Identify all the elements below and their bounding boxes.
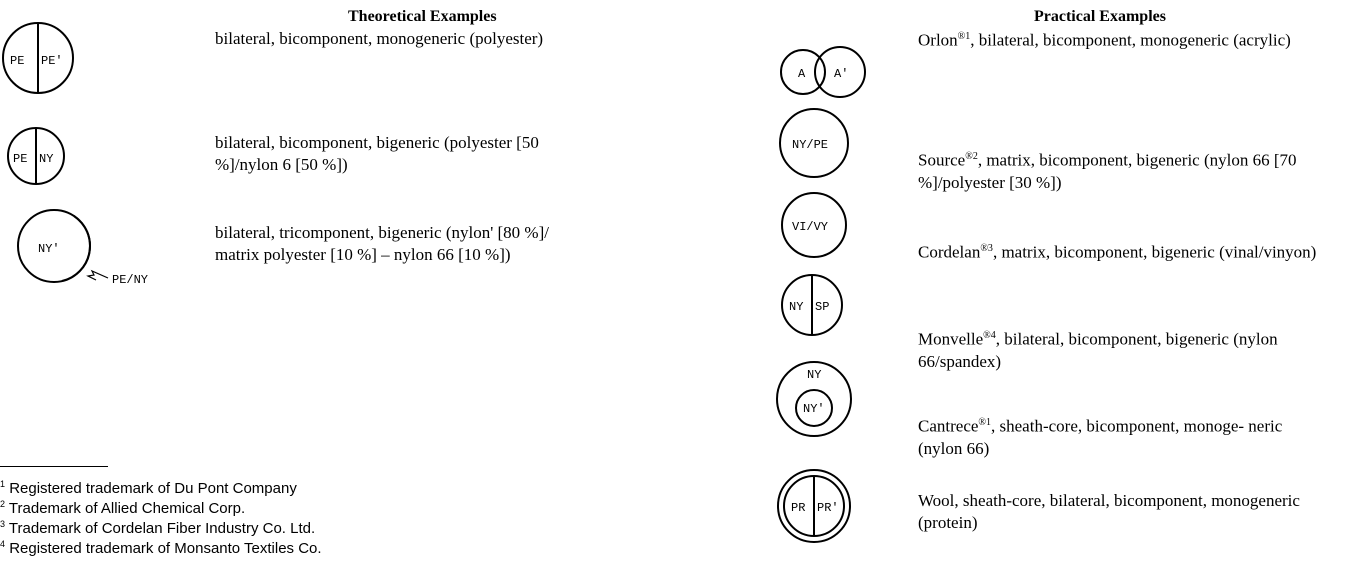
fiber-label: VI/VY	[792, 220, 828, 234]
trademark-name: Cordelan	[918, 242, 981, 262]
footnote-rule	[0, 466, 108, 467]
fiber-diagram-ny-pe-ny: NY' PE/NY	[17, 209, 148, 287]
trademark-mark: ®1	[978, 417, 992, 428]
fiber-diagram-ny-sp: NY SP	[781, 274, 843, 336]
practical-description: Cantrece®1, sheath-core, bicomponent, mo…	[918, 416, 1283, 458]
trademark-name: Source	[918, 150, 966, 170]
fiber-diagram-vi-vy: VI/VY	[781, 192, 847, 258]
theoretical-description: bilateral, bicomponent, monogeneric (pol…	[215, 29, 544, 48]
trademark-name: Monvelle	[918, 329, 984, 349]
fiber-label: SP	[815, 300, 829, 314]
practical-examples-header: Practical Examples	[1034, 8, 1166, 25]
practical-description: Cordelan®3, matrix, bicomponent, bigener…	[918, 242, 1317, 262]
trademark-mark: ®3	[980, 243, 993, 254]
footnote: 2 Trademark of Allied Chemical Corp.	[0, 499, 246, 517]
fiber-diagram-a-a: A A'	[780, 46, 866, 98]
fiber-label: PR	[791, 501, 805, 515]
trademark-mark: ®4	[983, 330, 996, 341]
fiber-label: A'	[834, 67, 848, 81]
fiber-diagram-pe-pe: PE PE'	[2, 22, 74, 94]
fiber-label: A	[798, 67, 806, 81]
practical-description: Orlon®1, bilateral, bicomponent, monogen…	[918, 30, 1291, 50]
fiber-label: PE/NY	[112, 273, 148, 287]
fiber-diagram-wool-pr: PR PR'	[777, 469, 851, 543]
fiber-label: PE'	[41, 54, 63, 68]
fiber-label: NY'	[803, 402, 825, 416]
theoretical-examples-header: Theoretical Examples	[348, 8, 497, 25]
fiber-label: PE	[10, 54, 24, 68]
practical-description: Source®2, matrix, bicomponent, bigeneric…	[918, 150, 1297, 192]
fiber-label: NY'	[38, 242, 60, 256]
theoretical-description: bilateral, bicomponent, bigeneric (polye…	[215, 133, 539, 174]
footnote: 3 Trademark of Cordelan Fiber Industry C…	[0, 519, 316, 537]
fiber-label: NY	[39, 152, 53, 166]
practical-description: Wool, sheath-core, bilateral, bicomponen…	[918, 491, 1300, 532]
fiber-diagram-sheath-core-ny: NY NY'	[776, 361, 852, 437]
theoretical-description: bilateral, tricomponent, bigeneric (nylo…	[215, 223, 549, 264]
footnote: 1 Registered trademark of Du Pont Compan…	[0, 479, 297, 497]
trademark-name: Orlon	[918, 30, 958, 50]
fiber-diagram-ny-pe: NY/PE	[779, 108, 849, 178]
fiber-label: PR'	[817, 501, 839, 515]
fiber-label: NY	[807, 368, 821, 382]
fiber-label: NY/PE	[792, 138, 828, 152]
trademark-name: Cantrece	[918, 416, 979, 436]
fiber-label: PE	[13, 152, 27, 166]
footnote: 4 Registered trademark of Monsanto Texti…	[0, 539, 322, 557]
fiber-diagram-pe-ny: PE NY	[7, 127, 65, 185]
practical-description: Monvelle®4, bilateral, bicomponent, bige…	[918, 329, 1278, 371]
fiber-label: NY	[789, 300, 803, 314]
trademark-mark: ®1	[957, 31, 971, 42]
trademark-mark: ®2	[965, 151, 978, 162]
